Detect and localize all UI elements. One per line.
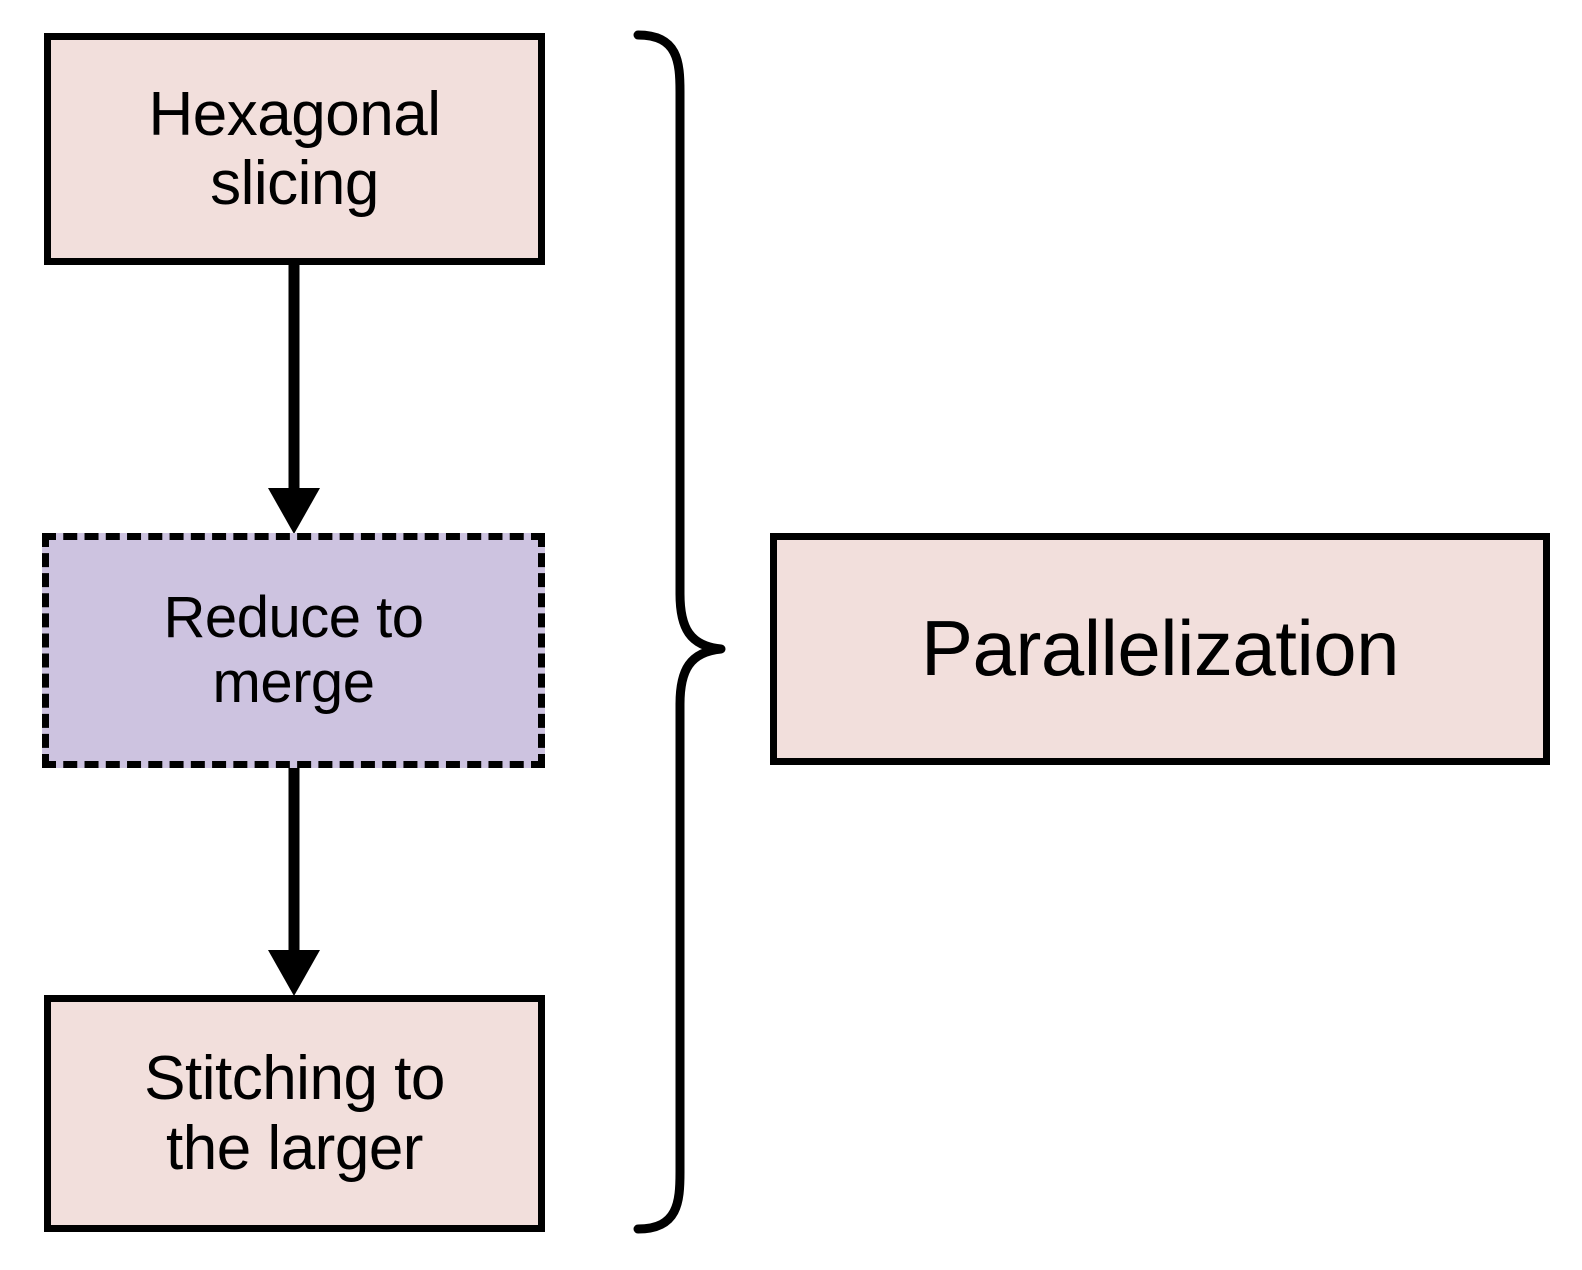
arrow-reduce-to-stitching-icon	[268, 766, 320, 996]
curly-brace-icon	[633, 30, 726, 1234]
node-stitching-to-the-larger[interactable]: Stitching to the larger	[44, 995, 545, 1232]
node-stitching-to-the-larger-label: Stitching to the larger	[144, 1044, 445, 1183]
node-reduce-to-merge[interactable]: Reduce to merge	[42, 533, 545, 768]
node-parallelization-label: Parallelization	[920, 604, 1400, 693]
node-parallelization[interactable]: Parallelization	[770, 533, 1550, 765]
arrow-hexagonal-to-reduce-icon	[268, 263, 320, 534]
node-hexagonal-slicing-label: Hexagonal slicing	[148, 79, 441, 218]
node-hexagonal-slicing[interactable]: Hexagonal slicing	[44, 33, 545, 265]
node-reduce-to-merge-label: Reduce to merge	[163, 584, 424, 715]
